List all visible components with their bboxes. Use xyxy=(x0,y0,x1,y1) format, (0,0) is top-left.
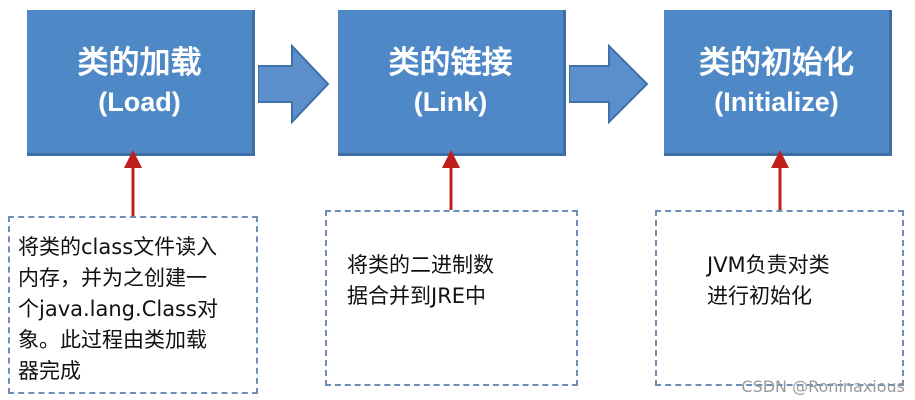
note-load: 将类的class文件读入 内存，并为之创建一 个java.lang.Class对… xyxy=(8,216,258,394)
note-initialize: JVM负责对类 进行初始化 xyxy=(655,210,904,386)
up-arrow-icon xyxy=(124,150,142,216)
stage-title-link: 类的链接 xyxy=(388,44,513,81)
note-load-text: 将类的class文件读入 内存，并为之创建一 个java.lang.Class对… xyxy=(18,235,218,383)
stage-box-load: 类的加载 (Load) xyxy=(27,10,255,156)
note-link-text: 将类的二进制数 据合并到JRE中 xyxy=(347,253,494,308)
watermark: CSDN @Roninaxious xyxy=(741,377,905,396)
stage-subtitle-link: (Link) xyxy=(413,86,488,117)
stage-subtitle-initialize: (Initialize) xyxy=(714,86,839,117)
note-initialize-text: JVM负责对类 进行初始化 xyxy=(707,253,830,308)
stage-title-initialize: 类的初始化 xyxy=(699,44,854,81)
up-arrow-icon xyxy=(771,150,789,212)
note-link: 将类的二进制数 据合并到JRE中 xyxy=(325,210,578,386)
flow-arrow-right-icon xyxy=(569,44,649,124)
stage-title-load: 类的加载 xyxy=(77,44,202,81)
flow-arrow-right-icon xyxy=(258,44,330,124)
stage-box-initialize: 类的初始化 (Initialize) xyxy=(664,10,892,156)
up-arrow-icon xyxy=(442,150,460,212)
stage-subtitle-load: (Load) xyxy=(98,86,181,117)
stage-box-link: 类的链接 (Link) xyxy=(338,10,566,156)
